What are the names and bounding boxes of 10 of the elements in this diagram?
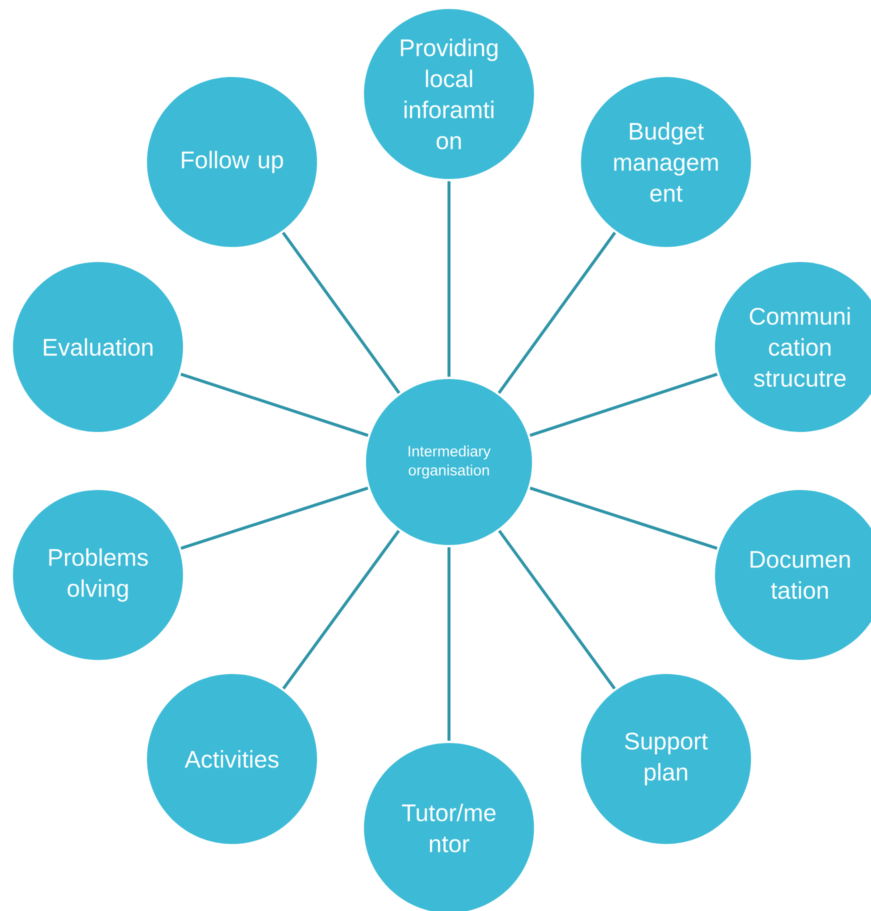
connector-line xyxy=(448,547,450,741)
connector-line xyxy=(180,372,368,437)
connector-line xyxy=(530,372,718,437)
connector-line xyxy=(498,530,616,690)
connector-line xyxy=(180,486,368,550)
connector-line xyxy=(282,530,400,690)
connector-line xyxy=(448,181,450,377)
connector-line xyxy=(282,232,400,394)
connector-line xyxy=(498,232,616,394)
connector-line xyxy=(530,486,718,550)
